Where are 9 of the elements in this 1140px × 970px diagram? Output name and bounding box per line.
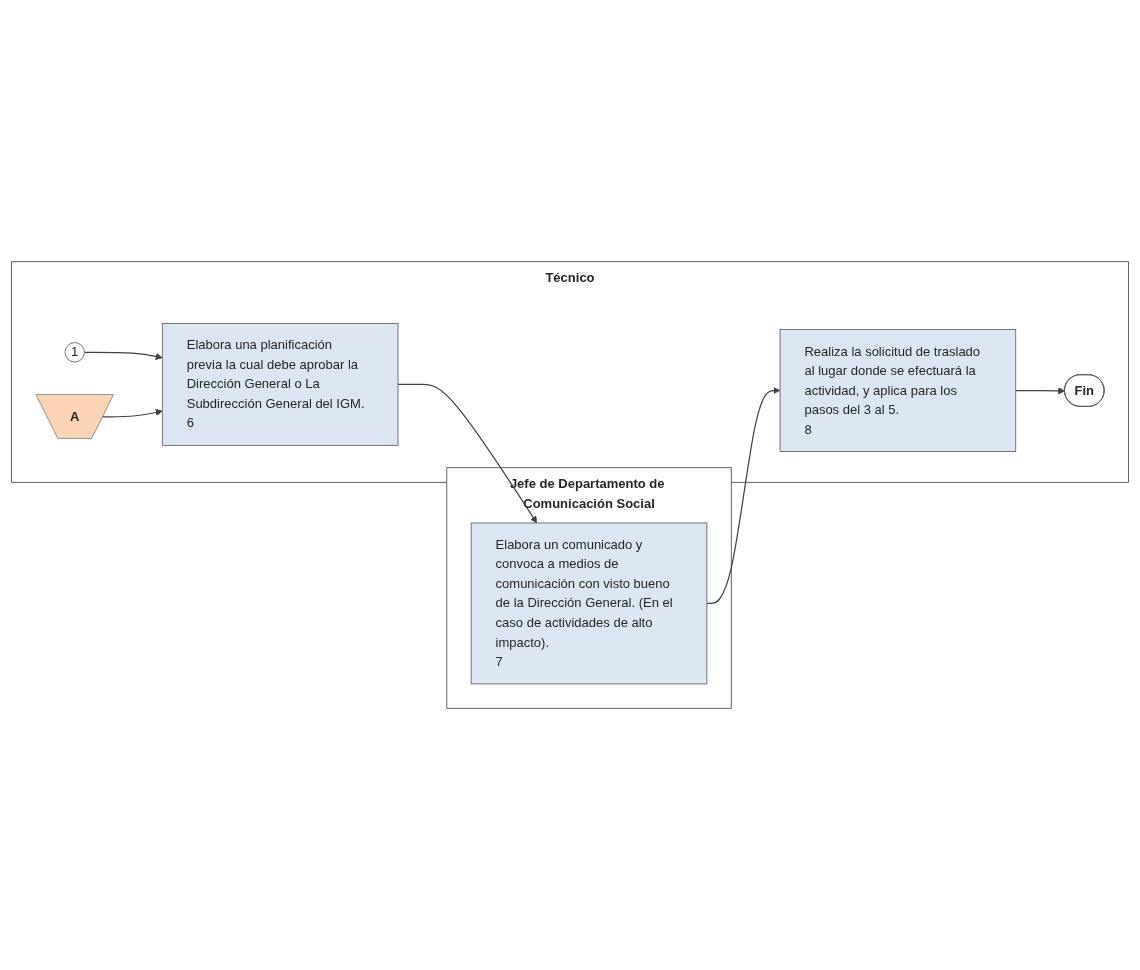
node-box: Elabora un comunicado y convoca a medios de comunicación con visto bueno de la Dirección General. (En el caso de actividades de alto impacto). 7 [470,522,708,685]
arrow [102,408,163,418]
arrow [706,386,781,605]
node-box: Elabora una planificación previa la cual debe aprobar la Dirección General o La Subdirección General del IGM. 6 [161,323,399,446]
node-circle: 1 [64,342,85,363]
arrow [83,351,163,360]
arrow [1015,387,1066,395]
node-box: Realiza la solicitud de traslado al lugar donde se efectuará la actividad, y aplica para los pasos del 3 al 5. 8 [779,329,1017,452]
arrow [397,383,538,524]
